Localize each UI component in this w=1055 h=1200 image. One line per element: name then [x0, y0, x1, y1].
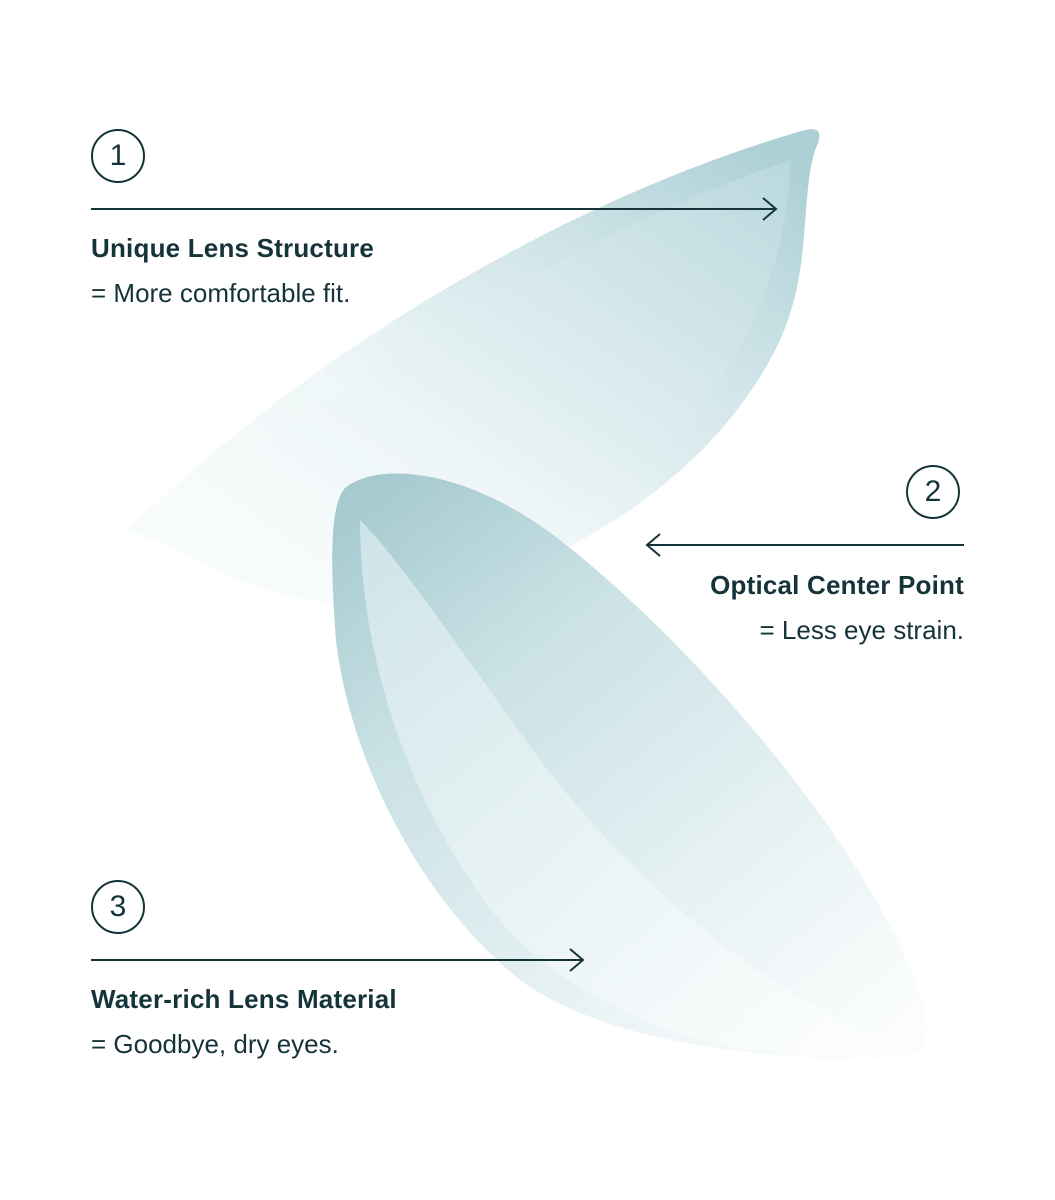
callout-2-number: 2	[906, 465, 960, 519]
callout-3-subtitle: = Goodbye, dry eyes.	[91, 1029, 339, 1059]
callout-3-number: 3	[91, 880, 145, 934]
lower-lens-inner	[360, 520, 905, 1057]
callout-2-title: Optical Center Point	[710, 570, 964, 600]
upper-lens-inner	[160, 160, 790, 576]
callout-1-subtitle: = More comfortable fit.	[91, 278, 351, 308]
callout-3-title: Water-rich Lens Material	[91, 984, 397, 1014]
arrow-1	[91, 197, 778, 221]
callout-1-title: Unique Lens Structure	[91, 233, 375, 263]
lower-lens-shape	[332, 473, 927, 1059]
arrow-3	[91, 948, 585, 972]
callout-1-number: 1	[91, 129, 145, 183]
arrow-2	[645, 533, 964, 557]
callout-2-subtitle: = Less eye strain.	[759, 615, 965, 645]
